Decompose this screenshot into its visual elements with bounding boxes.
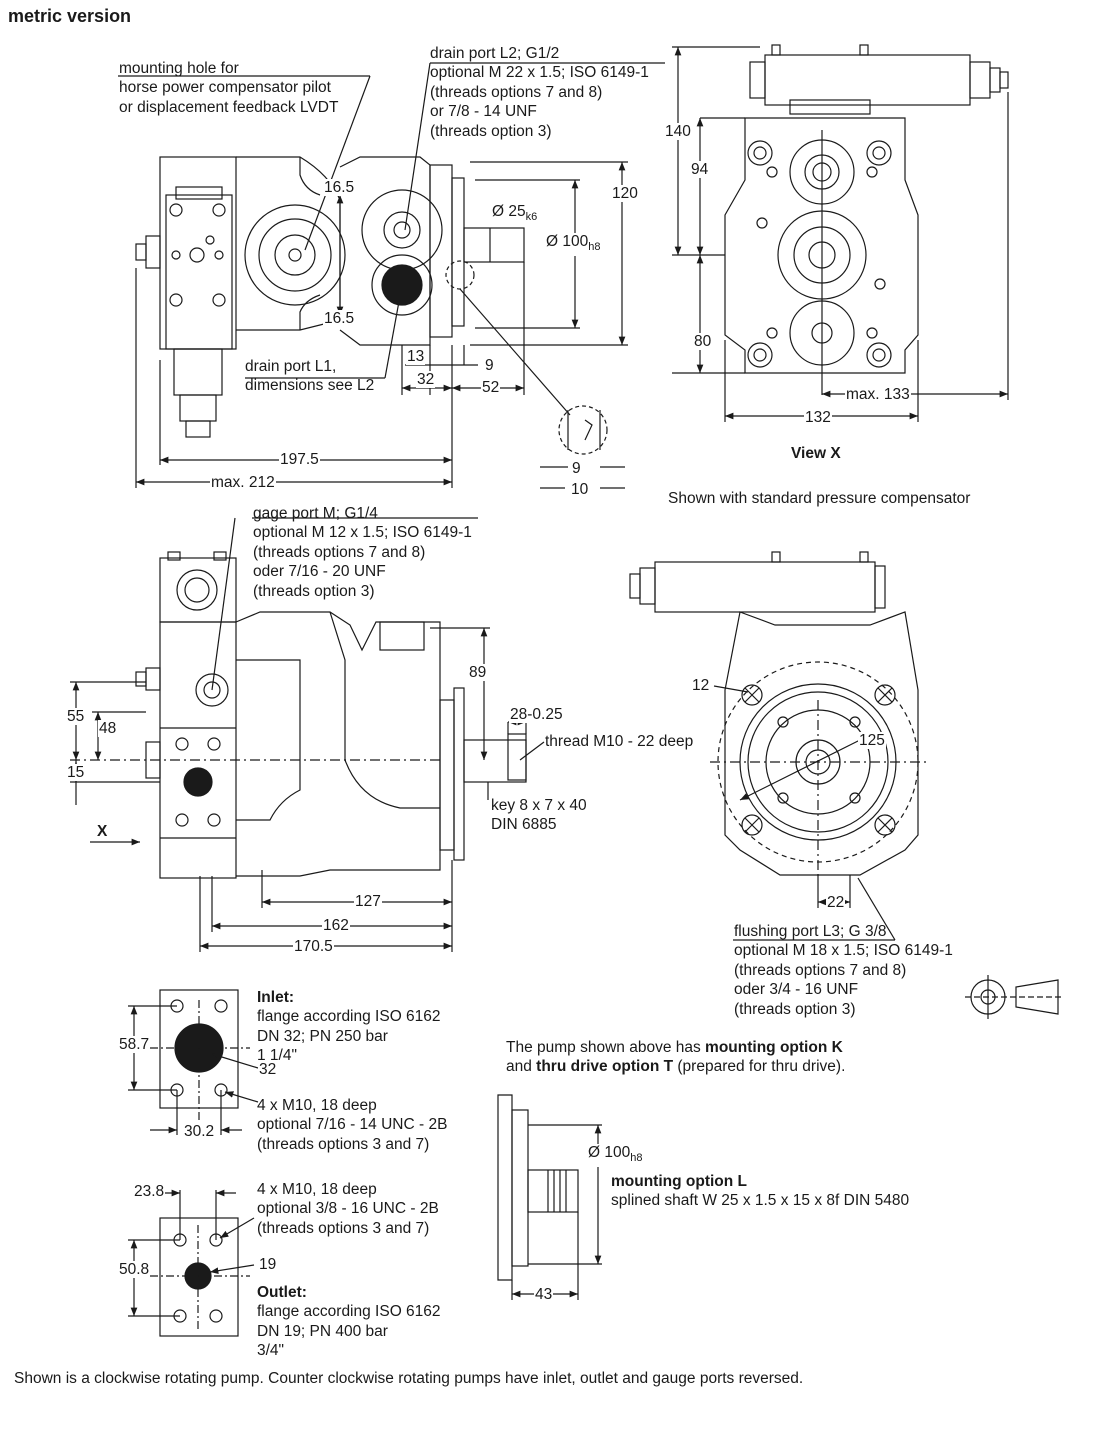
- dim-162: 162: [322, 917, 350, 934]
- dim-13: 13: [406, 348, 426, 365]
- dim-15: 15: [66, 764, 86, 781]
- mounting-option-l-drawing: [497, 1094, 602, 1300]
- dim-132: 132: [804, 409, 832, 426]
- dim-52: 52: [481, 379, 501, 396]
- note-shown-with: Shown with standard pressure compensator: [668, 490, 971, 507]
- dim-max-212: max. 212: [210, 474, 276, 491]
- dim-170-5: 170.5: [293, 938, 334, 955]
- outlet-flange-drawing: [128, 1189, 255, 1337]
- dim-22: 22: [826, 894, 846, 911]
- dim-48: 48: [98, 720, 118, 737]
- dim-9b: 9: [571, 460, 582, 477]
- dim-shaft-25: Ø 25k6: [491, 203, 539, 227]
- dim-max-133: max. 133: [845, 386, 911, 403]
- middle-front-view: [629, 551, 919, 876]
- dim-197-5: 197.5: [279, 451, 320, 468]
- dim-19: 19: [258, 1256, 278, 1273]
- dim-50-8: 50.8: [118, 1261, 151, 1278]
- dim-16-5-bottom: 16.5: [323, 310, 356, 327]
- page-heading: metric version: [8, 6, 132, 26]
- dim-94: 94: [690, 161, 710, 178]
- dim-9a: 9: [484, 357, 495, 374]
- dim-28: 28-0.25: [509, 706, 564, 723]
- dim-32: 32: [416, 371, 436, 388]
- view-x-title: View X: [791, 445, 841, 462]
- top-side-view: [135, 156, 608, 455]
- x-marker: X: [97, 823, 108, 840]
- dim-120: 120: [611, 185, 639, 202]
- note-thread: thread M10 - 22 deep: [545, 733, 694, 750]
- view-x-dimension-lines: [672, 46, 1009, 422]
- dim-pilot-100: Ø 100h8: [545, 233, 602, 257]
- dim-55: 55: [66, 708, 86, 725]
- dim-89: 89: [468, 664, 488, 681]
- projection-symbol: [965, 975, 1062, 1019]
- middle-side-view: [135, 551, 527, 879]
- dim-23-8: 23.8: [133, 1183, 166, 1200]
- dim-12: 12: [691, 677, 711, 694]
- dim-43: 43: [534, 1286, 554, 1303]
- dim-127: 127: [354, 893, 382, 910]
- dim-100-option-l: Ø 100h8: [587, 1144, 644, 1168]
- dim-32-inlet: 32: [258, 1061, 278, 1078]
- dim-30-2: 30.2: [183, 1123, 216, 1140]
- dim-58-7: 58.7: [118, 1036, 151, 1053]
- dim-80: 80: [693, 333, 713, 350]
- footer-note: Shown is a clockwise rotating pump. Coun…: [14, 1370, 804, 1387]
- dim-125: 125: [858, 732, 886, 749]
- dim-140: 140: [664, 123, 692, 140]
- dim-16-5-top: 16.5: [323, 179, 356, 196]
- inlet-flange-drawing: [128, 989, 259, 1135]
- dim-10: 10: [570, 481, 590, 498]
- note-mounting-k: The pump shown above has mounting option…: [506, 1039, 846, 1076]
- view-x-drawing: [724, 44, 1009, 374]
- middle-front-dimension-lines: [710, 685, 930, 941]
- note-drain-l1: drain port L1,dimensions see L2: [245, 358, 375, 395]
